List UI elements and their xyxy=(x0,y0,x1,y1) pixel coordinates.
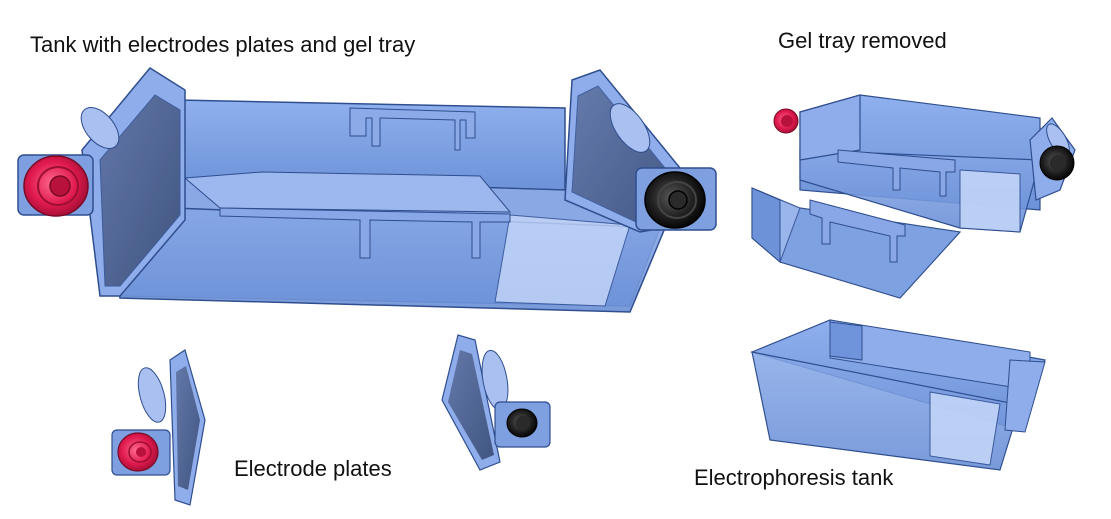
removed-tank-highlight xyxy=(959,169,1021,233)
red-banana-jack-icon xyxy=(117,432,159,472)
empty-tank-flange xyxy=(1004,359,1046,433)
tray-removed-view xyxy=(751,94,1076,299)
assembled-tank xyxy=(17,67,717,313)
caption-tray-removed: Gel tray removed xyxy=(778,28,947,53)
comb xyxy=(349,107,476,151)
removed-comb xyxy=(837,149,956,197)
gel-tray xyxy=(183,171,512,213)
empty-tank-highlight xyxy=(929,391,1001,466)
red-banana-jack-icon xyxy=(23,155,89,217)
red-banana-jack-icon xyxy=(773,108,799,134)
right-cylinder xyxy=(609,103,651,153)
left-plate xyxy=(99,94,181,287)
front-comb xyxy=(219,207,511,259)
black-banana-jack-icon xyxy=(644,171,706,229)
empty-tank-window xyxy=(829,321,863,361)
front-wall-highlight xyxy=(494,214,631,307)
left-electrode-assembly xyxy=(17,67,186,297)
removed-left-plate xyxy=(799,94,861,161)
empty-tank-view xyxy=(750,319,1046,471)
left-cylinder xyxy=(80,107,120,149)
caption-assembled: Tank with electrodes plates and gel tray xyxy=(30,32,416,57)
black-banana-jack-icon xyxy=(506,408,538,438)
right-electrode-assembly xyxy=(564,69,717,233)
detached-gel-tray xyxy=(751,187,962,299)
black-banana-jack-icon xyxy=(1039,145,1075,181)
electrode-plate-black xyxy=(441,334,551,471)
caption-tank: Electrophoresis tank xyxy=(694,465,894,490)
electrode-plate-red xyxy=(111,349,206,506)
caption-electrode-plates: Electrode plates xyxy=(234,456,392,481)
